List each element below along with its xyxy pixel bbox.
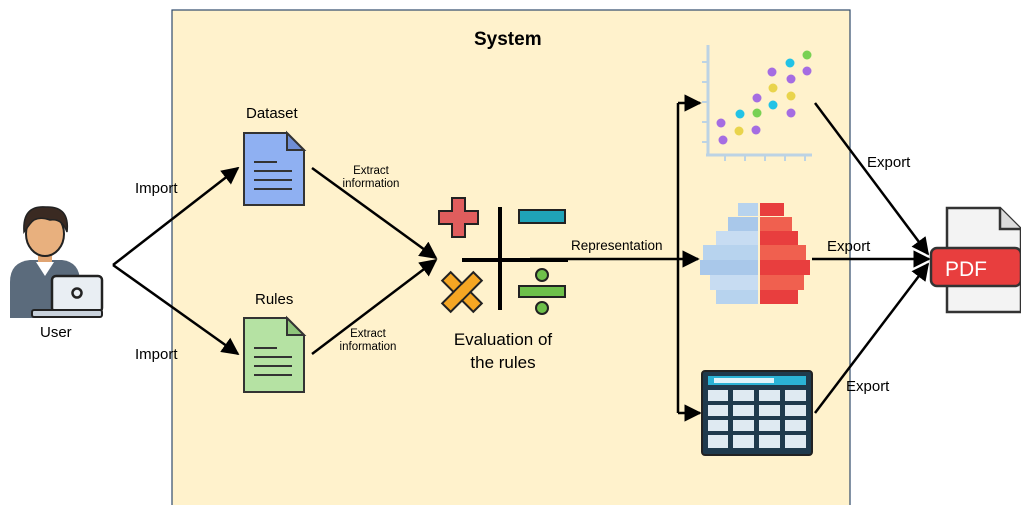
rules-label: Rules	[255, 291, 294, 308]
import-label-bottom: Import	[135, 346, 178, 363]
extract-arrow-top	[311, 166, 438, 260]
branch-bracket	[676, 94, 702, 422]
representation-label: Representation	[571, 238, 663, 253]
population-pyramid-icon	[700, 203, 810, 304]
extract-line-1: Extract	[350, 328, 386, 340]
extract-line-2: information	[339, 341, 397, 354]
export-label-middle: Export	[827, 238, 871, 255]
import-arrow-top	[112, 166, 240, 266]
dataset-label: Dataset	[246, 105, 298, 122]
evaluation-line-1: Evaluation of	[453, 330, 553, 349]
user-icon	[10, 206, 104, 318]
scatter-plot-icon	[702, 45, 812, 161]
rules-document-icon	[243, 315, 307, 393]
evaluation-label: Evaluation of the rules	[440, 330, 566, 372]
math-operations-icon	[438, 197, 568, 315]
extract-info-label-bottom: Extract information	[332, 328, 404, 354]
import-label-top: Import	[135, 180, 178, 197]
extract-info-label-top: Extract information	[336, 165, 406, 191]
pdf-text: PDF	[945, 258, 987, 281]
extract-line-2: information	[342, 178, 400, 191]
pdf-file-icon: PDF	[929, 206, 1021, 314]
dataset-document-icon	[243, 130, 307, 206]
system-title: System	[474, 29, 542, 50]
export-arrow-top	[813, 102, 930, 256]
export-label-top: Export	[867, 154, 911, 171]
extract-line-1: Extract	[353, 165, 389, 177]
user-label: User	[40, 324, 72, 341]
export-label-bottom: Export	[846, 378, 890, 395]
extract-arrow-bottom	[311, 258, 438, 355]
table-icon	[701, 370, 813, 456]
export-arrow-bottom	[814, 262, 930, 414]
evaluation-line-2: the rules	[470, 352, 536, 372]
import-arrow-bottom	[112, 263, 240, 356]
